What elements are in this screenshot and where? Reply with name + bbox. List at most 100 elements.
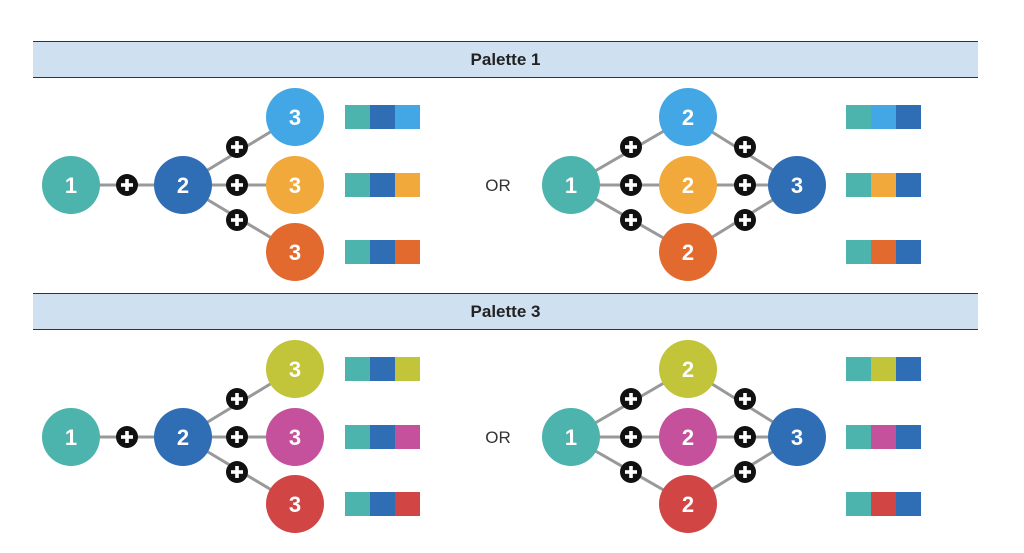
palette-2-right-node-2-1 <box>659 340 717 398</box>
palette-2-right-plus-1-v <box>629 393 633 405</box>
palette-2-left-swatch-2-seg-3 <box>395 425 420 449</box>
palette-1-left-plus-2-v <box>235 141 239 153</box>
palette-1-left-plus-1-v <box>125 179 129 191</box>
palette-1-right-node-1-label: 1 <box>565 173 577 198</box>
palette-2-left-node-1 <box>42 408 100 466</box>
palette-1-header: Palette 1 <box>33 41 978 78</box>
palette-2-left-node-3-3-label: 3 <box>289 492 301 517</box>
palette-2-right-swatch-1-seg-1 <box>846 357 871 381</box>
palette-2-or-label: OR <box>485 428 511 447</box>
palette-3-header: Palette 3 <box>33 293 978 330</box>
palette-1-left-swatch-2-seg-1 <box>345 173 370 197</box>
palette-2-left-swatch-1-seg-2 <box>370 357 395 381</box>
palette-1-right-node-2-1 <box>659 88 717 146</box>
palette-1-right-node-3-label: 3 <box>791 173 803 198</box>
palette-1-left-swatch-2-seg-3 <box>395 173 420 197</box>
palette-1-right-node-1 <box>542 156 600 214</box>
palette-1-or-label: OR <box>485 176 511 195</box>
palette-2-right-plus-3-v <box>629 466 633 478</box>
palette-2-left-swatch-2-seg-2 <box>370 425 395 449</box>
palette-1-left-swatch-3-seg-2 <box>370 240 395 264</box>
palette-2-left-plus-2-v <box>235 393 239 405</box>
palette-2-right-swatch-2-seg-3 <box>896 425 921 449</box>
palette-2-right-swatch-3-seg-3 <box>896 492 921 516</box>
palette-1-right-swatch-3-seg-3 <box>896 240 921 264</box>
palette-2-right-node-2-3 <box>659 475 717 533</box>
palette-2-left-node-3-3 <box>266 475 324 533</box>
palette-2-right-swatch-1-seg-3 <box>896 357 921 381</box>
palette-2-left-node-3-1 <box>266 340 324 398</box>
palette-2-left-node-3-1-label: 3 <box>289 357 301 382</box>
palette-2-right-plus-2-v <box>629 431 633 443</box>
palette-2-right-plus-5-v <box>743 431 747 443</box>
palette-1-right-swatch-1-seg-2 <box>871 105 896 129</box>
palette-1-right-node-2-3 <box>659 223 717 281</box>
palette-1-left-node-3-2-label: 3 <box>289 173 301 198</box>
palette-1-left-swatch-3-seg-3 <box>395 240 420 264</box>
palette-1-left-node-2-label: 2 <box>177 173 189 198</box>
palette-2-right-node-3 <box>768 408 826 466</box>
palette-1-left-swatch-3-seg-1 <box>345 240 370 264</box>
palette-1-right-node-2-1-label: 2 <box>682 105 694 130</box>
palette-1-left-plus-3-v <box>235 179 239 191</box>
palette-2-left-swatch-1-seg-1 <box>345 357 370 381</box>
palette-1-right-node-2-2 <box>659 156 717 214</box>
palette-1-left-node-3-3 <box>266 223 324 281</box>
palette-2-left-swatch-3-seg-1 <box>345 492 370 516</box>
palette-2-left-node-3-2 <box>266 408 324 466</box>
palette-2-right-node-1-label: 1 <box>565 425 577 450</box>
palette-2-right-node-2-1-label: 2 <box>682 357 694 382</box>
palette-1-right-swatch-2-seg-3 <box>896 173 921 197</box>
palette-1-left-swatch-2-seg-2 <box>370 173 395 197</box>
palette-1-left-node-3-3-label: 3 <box>289 240 301 265</box>
palette-2-right-swatch-3-seg-1 <box>846 492 871 516</box>
palette-2-right-node-1 <box>542 408 600 466</box>
palette-1-left-node-3-2 <box>266 156 324 214</box>
palette-2-right-plus-6-v <box>743 466 747 478</box>
palette-1-right-plus-3-v <box>629 214 633 226</box>
palette-2-left-swatch-3-seg-2 <box>370 492 395 516</box>
palette-1-right-swatch-3-seg-1 <box>846 240 871 264</box>
palette-1-right-swatch-1-seg-3 <box>896 105 921 129</box>
palette-1-left-node-1 <box>42 156 100 214</box>
palette-1-left-swatch-1-seg-3 <box>395 105 420 129</box>
palette-1-right-plus-4-v <box>743 141 747 153</box>
palette-2-right-swatch-2-seg-2 <box>871 425 896 449</box>
palette-2-right-node-3-label: 3 <box>791 425 803 450</box>
palette-1-right-swatch-2-seg-1 <box>846 173 871 197</box>
palette-2-right-node-2-2 <box>659 408 717 466</box>
palette-2-left-node-2-label: 2 <box>177 425 189 450</box>
palette-2-left-plus-1-v <box>125 431 129 443</box>
palette-2-right-node-2-3-label: 2 <box>682 492 694 517</box>
palette-1-left-swatch-1-seg-2 <box>370 105 395 129</box>
palette-1-left-swatch-1-seg-1 <box>345 105 370 129</box>
palette-2-left-node-1-label: 1 <box>65 425 77 450</box>
palette-2-left-node-2 <box>154 408 212 466</box>
palette-2-left-plus-3-v <box>235 431 239 443</box>
palette-2-left-swatch-2-seg-1 <box>345 425 370 449</box>
palette-2-right-swatch-1-seg-2 <box>871 357 896 381</box>
palette-1-right-node-3 <box>768 156 826 214</box>
palette-2-left-swatch-1-seg-3 <box>395 357 420 381</box>
palette-2-left-plus-4-v <box>235 466 239 478</box>
palette-1-right-plus-5-v <box>743 179 747 191</box>
palette-2-right-node-2-2-label: 2 <box>682 425 694 450</box>
palette-1-right-node-2-3-label: 2 <box>682 240 694 265</box>
palette-1-right-plus-6-v <box>743 214 747 226</box>
palette-1-right-plus-2-v <box>629 179 633 191</box>
palette-2-left-swatch-3-seg-3 <box>395 492 420 516</box>
palette-1-right-swatch-3-seg-2 <box>871 240 896 264</box>
palette-1-right-plus-1-v <box>629 141 633 153</box>
palette-1-left-node-3-1 <box>266 88 324 146</box>
palette-1-right-node-2-2-label: 2 <box>682 173 694 198</box>
palette-1-left-node-3-1-label: 3 <box>289 105 301 130</box>
palette-2-left-node-3-2-label: 3 <box>289 425 301 450</box>
palette-1-left-plus-4-v <box>235 214 239 226</box>
palette-1-left-node-1-label: 1 <box>65 173 77 198</box>
palette-1-right-swatch-1-seg-1 <box>846 105 871 129</box>
palette-2-right-plus-4-v <box>743 393 747 405</box>
palette-2-right-swatch-3-seg-2 <box>871 492 896 516</box>
palette-2-right-swatch-2-seg-1 <box>846 425 871 449</box>
palette-1-right-swatch-2-seg-2 <box>871 173 896 197</box>
